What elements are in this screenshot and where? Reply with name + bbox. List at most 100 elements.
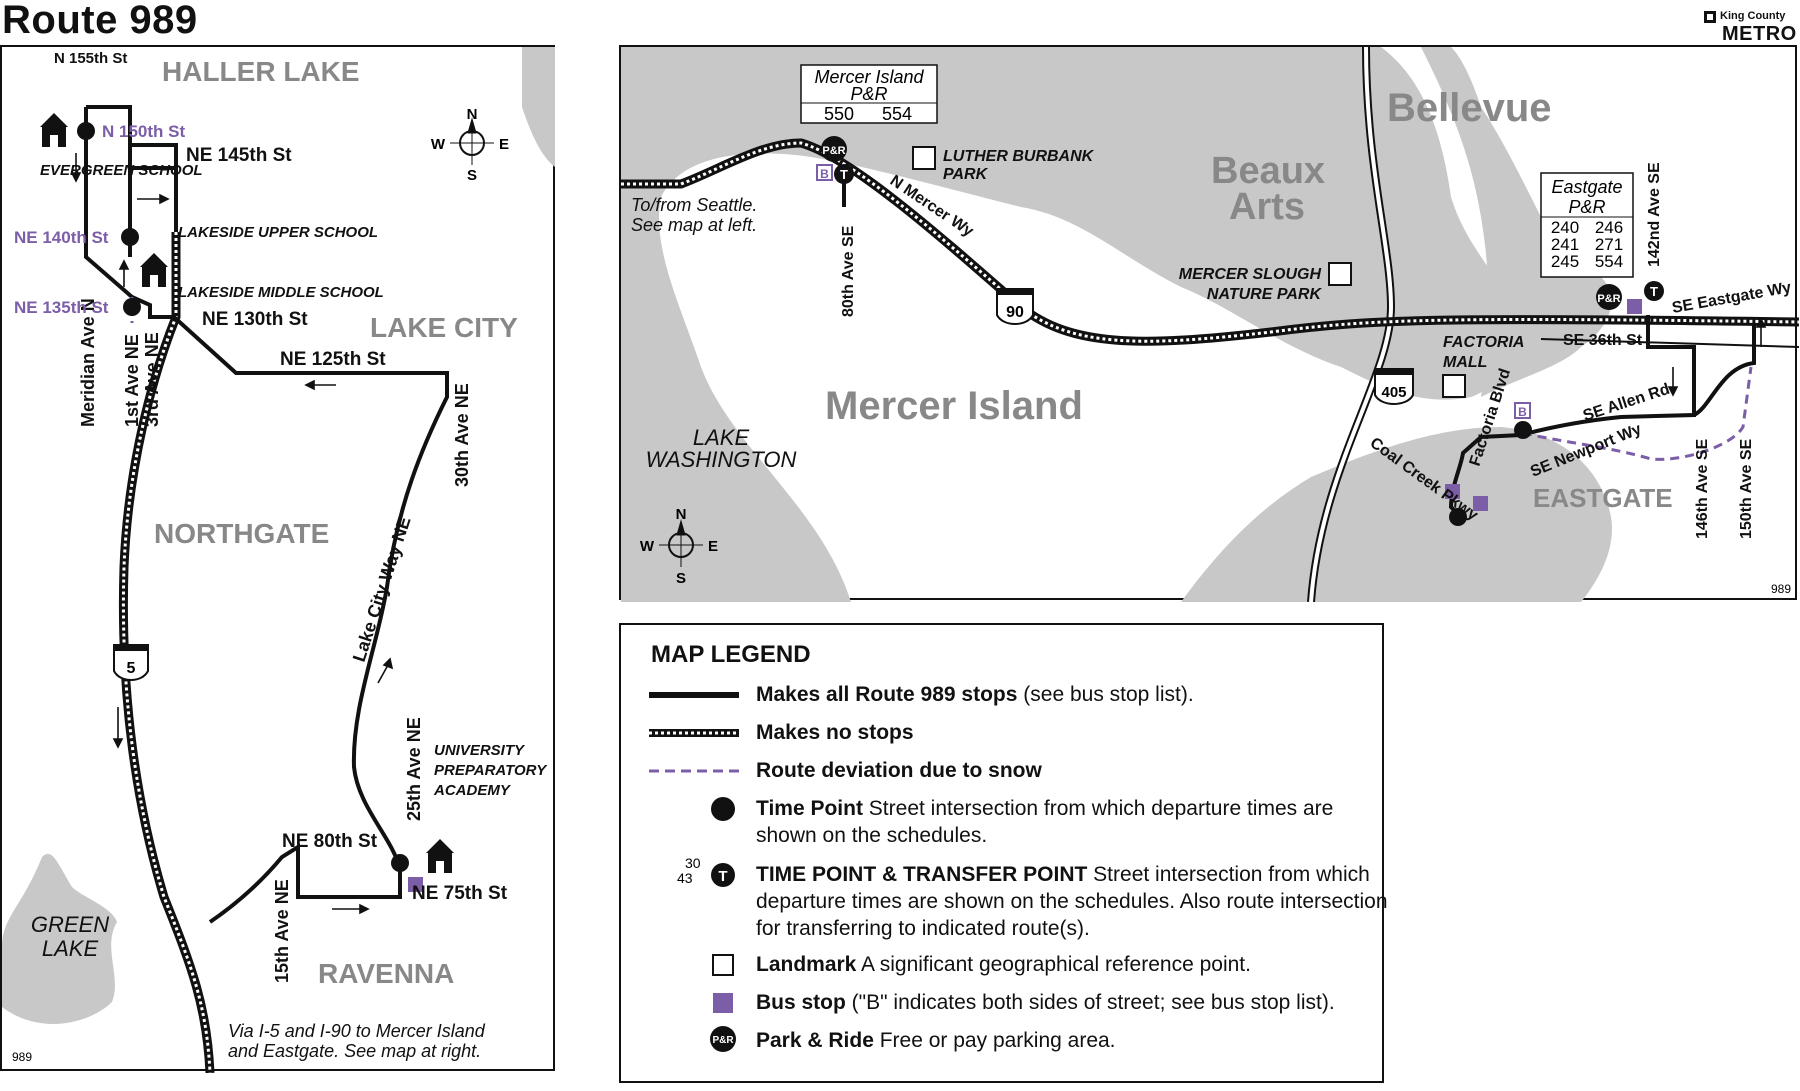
street-label: NE 80th St [282,831,378,852]
map-legend-panel: MAP LEGEND T 30 43 P&R Makes all Route 9… [619,623,1388,1083]
svg-text:241: 241 [1551,235,1579,254]
svg-text:Via I-5 and I-90 to Mercer Isl: Via I-5 and I-90 to Mercer Island [228,1021,486,1041]
svg-text:T: T [1650,284,1658,299]
svg-text:N: N [676,506,687,523]
area-label: Arts [1229,186,1305,228]
area-labels: HALLER LAKE LAKE CITY NORTHGATE RAVENNA [154,56,518,989]
street-label: 3rd Ave NE [142,332,162,427]
svg-text:E: E [708,538,718,555]
left-map: 5 N S E W HALLER LAKE LAKE CITY NORTHGAT… [2,47,555,1073]
corner-id: 989 [12,1050,32,1064]
upa-label: ACADEMY [433,782,512,799]
timepoint-ne80 [391,854,409,872]
svg-text:554: 554 [882,104,912,124]
left-map-panel: 5 N S E W HALLER LAKE LAKE CITY NORTHGAT… [0,45,555,1073]
street-label: NE 75th St [412,883,508,904]
svg-text:MERCER SLOUGH: MERCER SLOUGH [1179,266,1322,283]
svg-text:T: T [718,868,727,885]
seattle-note: To/from Seattle. See map at left. [631,195,757,235]
bus-stop-both-sides [1514,402,1531,419]
street-label: 30th Ave NE [452,383,472,487]
svg-text:FACTORIA: FACTORIA [1443,334,1524,351]
street-label: 25th Ave NE [404,717,424,821]
svg-text:MALL: MALL [1443,354,1487,371]
svg-text:554: 554 [1595,252,1623,271]
area-label: Bellevue [1387,86,1552,130]
legend-bus-stop-icon [713,993,733,1013]
legend-timepoint-icon [711,797,735,821]
bus-stop [1627,299,1642,314]
legend-symbols: T 30 43 P&R [649,692,739,1052]
timepoint-label: NE 140th St [14,228,109,247]
area-label: RAVENNA [318,958,454,989]
lake-washington-water [621,47,1514,602]
page-title: Route 989 [2,0,198,42]
svg-text:LAKE: LAKE [42,936,99,961]
i5-no-stops [118,232,215,1073]
landmark-label: LAKESIDE UPPER SCHOOL [178,224,378,241]
area-label: Beaux [1211,150,1325,192]
park-and-ride-icon [821,136,847,162]
legend-route-30: 30 [685,855,701,871]
landmark-label: LAKESIDE MIDDLE SCHOOL [178,284,384,301]
landmark-labels: LUTHER BURBANK PARK MERCER SLOUGH NATURE… [943,148,1524,371]
bus-stop [408,877,423,892]
svg-text:146th Ave SE: 146th Ave SE [1694,438,1711,539]
svg-text:SE Eastgate Wy: SE Eastgate Wy [1671,279,1793,317]
street-label: NE 125th St [280,349,386,370]
park-and-ride-icon [1596,284,1622,310]
svg-text:Mercer Island: Mercer Island [814,67,924,87]
landmark-labels: EVERGREEN SCHOOL LAKESIDE UPPER SCHOOL L… [40,162,548,799]
i90-shield-icon: 90 [996,288,1034,325]
compass-w: W [431,136,446,153]
king-county-metro-logo: King County METRO [1700,8,1796,45]
corner-id: 989 [1771,582,1791,596]
street-label: 1st Ave NE [122,334,142,427]
street-label: 15th Ave NE [272,879,292,983]
svg-text:To/from Seattle.: To/from Seattle. [631,195,757,215]
svg-text:240: 240 [1551,218,1579,237]
svg-text:LAKE: LAKE [693,425,750,450]
area-label: Mercer Island [825,384,1083,428]
svg-text:See map at left.: See map at left. [631,215,757,235]
svg-text:B: B [1518,405,1527,419]
right-map: 90 405 P&R T B P&R T B Merc [621,47,1799,602]
area-label: LAKE CITY [370,312,518,343]
timepoint-label: NE 135th St [14,298,109,317]
lake-washington-label: LAKE WASHINGTON [646,425,797,472]
svg-text:WASHINGTON: WASHINGTON [646,447,797,472]
bus-stop [1473,496,1488,511]
green-lake-water [2,853,117,1024]
lower-lake-water [1181,427,1612,602]
svg-text:LUTHER BURBANK: LUTHER BURBANK [943,148,1095,165]
svg-text:P&R: P&R [712,1035,734,1046]
compass-n: N [467,106,478,123]
compass-icon [659,519,703,567]
route-note: Via I-5 and I-90 to Mercer Island and Ea… [228,1021,486,1061]
svg-text:142nd Ave SE: 142nd Ave SE [1646,162,1663,267]
timepoint-label: N 150th St [102,122,185,141]
lake-washington-edge [522,47,555,167]
upa-label: PREPARATORY [434,762,548,779]
timepoint-n150 [77,122,95,140]
right-map-panel: 90 405 P&R T B P&R T B Merc [619,45,1799,602]
bus-stop-both-sides [816,164,833,181]
timepoint-ne135 [123,298,141,316]
area-label: NORTHGATE [154,518,329,549]
svg-text:90: 90 [1006,304,1024,321]
legend-item-route: Makes all Route 989 stops (see bus stop … [756,683,1194,706]
legend-item-landmark: Landmark A significant geographical refe… [756,953,1251,976]
logo-line1: King County [1720,10,1786,22]
school-icon [140,253,168,287]
svg-text:T: T [840,167,848,182]
street-label: Meridian Ave N [78,298,98,427]
svg-text:P&R: P&R [1568,197,1605,217]
svg-text:PARK: PARK [943,166,989,183]
landmark-icon [1442,374,1466,398]
svg-text:150th Ave SE: 150th Ave SE [1738,438,1755,539]
svg-text:W: W [640,538,655,555]
snow-deviation [1522,366,1753,461]
school-icon [40,113,68,147]
svg-text:GREEN: GREEN [31,912,109,937]
route-989-line [84,105,449,924]
